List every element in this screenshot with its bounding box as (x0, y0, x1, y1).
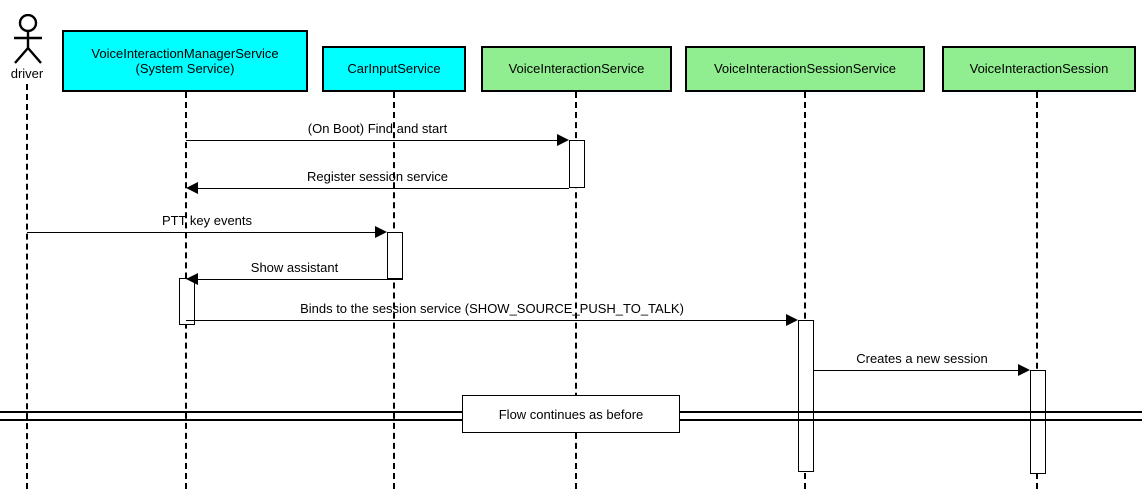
lifeline-vi-session (1036, 92, 1038, 489)
activation-bar-voiceinteractionservice (569, 140, 585, 188)
participant-voiceinteractionsession[interactable]: VoiceInteractionSession (942, 46, 1136, 92)
lifeline-driver (26, 84, 28, 489)
participant-label: VoiceInteractionSession (969, 61, 1109, 77)
divider-note-flow-continues: Flow continues as before (462, 395, 680, 433)
actor-driver (5, 13, 51, 64)
participant-voiceinteractionmanagerservice[interactable]: VoiceInteractionManagerService (System S… (62, 30, 308, 92)
lifeline-vis (575, 92, 577, 489)
message-label-ptt-key-events: PTT key events (161, 213, 253, 228)
participant-carinputservice[interactable]: CarInputService (322, 46, 466, 92)
message-line-on-boot-find-and-start (186, 140, 557, 141)
message-label-on-boot-find-and-start: (On Boot) Find and start (307, 121, 448, 136)
message-arrowhead-on-boot-find-and-start (557, 134, 569, 146)
message-label-creates-a-new-session: Creates a new session (856, 351, 988, 366)
participant-voiceinteractionsessionservice[interactable]: VoiceInteractionSessionService (685, 46, 925, 92)
activation-bar-voiceinteractionsession (1030, 370, 1046, 474)
participant-label: CarInputService (347, 61, 441, 77)
participant-voiceinteractionservice[interactable]: VoiceInteractionService (481, 46, 672, 92)
message-line-creates-a-new-session (814, 370, 1018, 371)
message-arrowhead-register-session-service (186, 182, 198, 194)
participant-label: VoiceInteractionManagerService (System S… (91, 45, 279, 76)
actor-stick-figure-icon (14, 13, 42, 64)
participant-label: VoiceInteractionSessionService (713, 61, 897, 77)
message-label-binds-to-the-session-service: Binds to the session service (SHOW_SOURC… (300, 301, 684, 316)
activation-bar-carinputservice (387, 232, 403, 279)
message-arrowhead-creates-a-new-session (1018, 364, 1030, 376)
lifeline-car-input (393, 92, 395, 489)
participant-label: VoiceInteractionService (508, 61, 645, 77)
message-line-binds-to-the-session-service (186, 320, 786, 321)
actor-driver-label: driver (10, 66, 44, 81)
message-line-ptt-key-events (27, 232, 375, 233)
message-label-show-assistant: Show assistant (250, 260, 339, 275)
message-label-register-session-service: Register session service (307, 169, 448, 184)
activation-bar-voiceinteractionsessionservice (798, 320, 814, 472)
message-arrowhead-ptt-key-events (375, 226, 387, 238)
message-arrowhead-binds-to-the-session-service (786, 314, 798, 326)
message-line-show-assistant (198, 279, 403, 280)
message-line-register-session-service (198, 188, 569, 189)
divider-note-label: Flow continues as before (498, 406, 644, 422)
message-arrowhead-show-assistant (186, 273, 198, 285)
lifeline-viss (804, 92, 806, 489)
